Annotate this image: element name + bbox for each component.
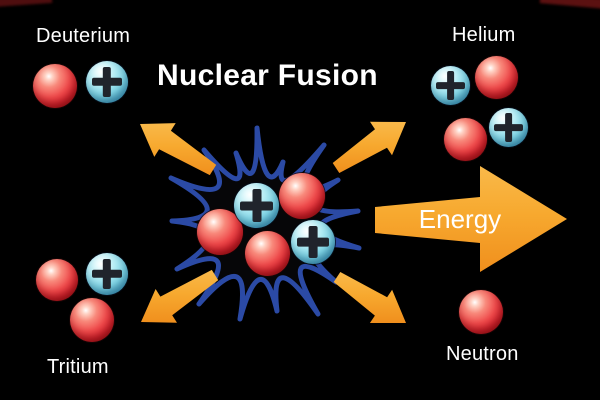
arrow-upper-left-icon bbox=[140, 123, 217, 176]
deuterium-label: Deuterium bbox=[36, 25, 131, 47]
charged-particle-sphere bbox=[431, 66, 470, 105]
proton-sphere bbox=[33, 64, 77, 108]
plus-icon bbox=[86, 61, 128, 103]
neutron-label: Neutron bbox=[446, 343, 519, 365]
proton-sphere bbox=[475, 56, 518, 99]
charged-particle-sphere bbox=[489, 108, 528, 147]
arrow-lower-right-icon bbox=[333, 272, 406, 323]
arrow-upper-right-icon bbox=[332, 121, 406, 173]
plus-icon bbox=[431, 66, 470, 105]
charged-particle-sphere bbox=[86, 61, 128, 103]
page-title: Nuclear Fusion bbox=[157, 59, 378, 92]
proton-sphere bbox=[70, 298, 114, 342]
tritium-label: Tritium bbox=[47, 356, 109, 378]
charged-particle-sphere bbox=[86, 253, 128, 295]
proton-sphere bbox=[245, 231, 290, 276]
helium-label: Helium bbox=[452, 24, 516, 46]
plus-icon bbox=[86, 253, 128, 295]
proton-sphere bbox=[459, 290, 503, 334]
plus-icon bbox=[234, 183, 279, 228]
proton-sphere bbox=[444, 118, 487, 161]
plus-icon bbox=[291, 220, 335, 264]
proton-sphere bbox=[36, 259, 78, 301]
proton-sphere bbox=[279, 173, 325, 219]
charged-particle-sphere bbox=[234, 183, 279, 228]
plus-icon bbox=[489, 108, 528, 147]
arrow-lower-left-icon bbox=[141, 269, 219, 323]
energy-arrow-icon bbox=[375, 166, 567, 272]
charged-particle-sphere bbox=[291, 220, 335, 264]
energy-label: Energy bbox=[418, 204, 502, 234]
